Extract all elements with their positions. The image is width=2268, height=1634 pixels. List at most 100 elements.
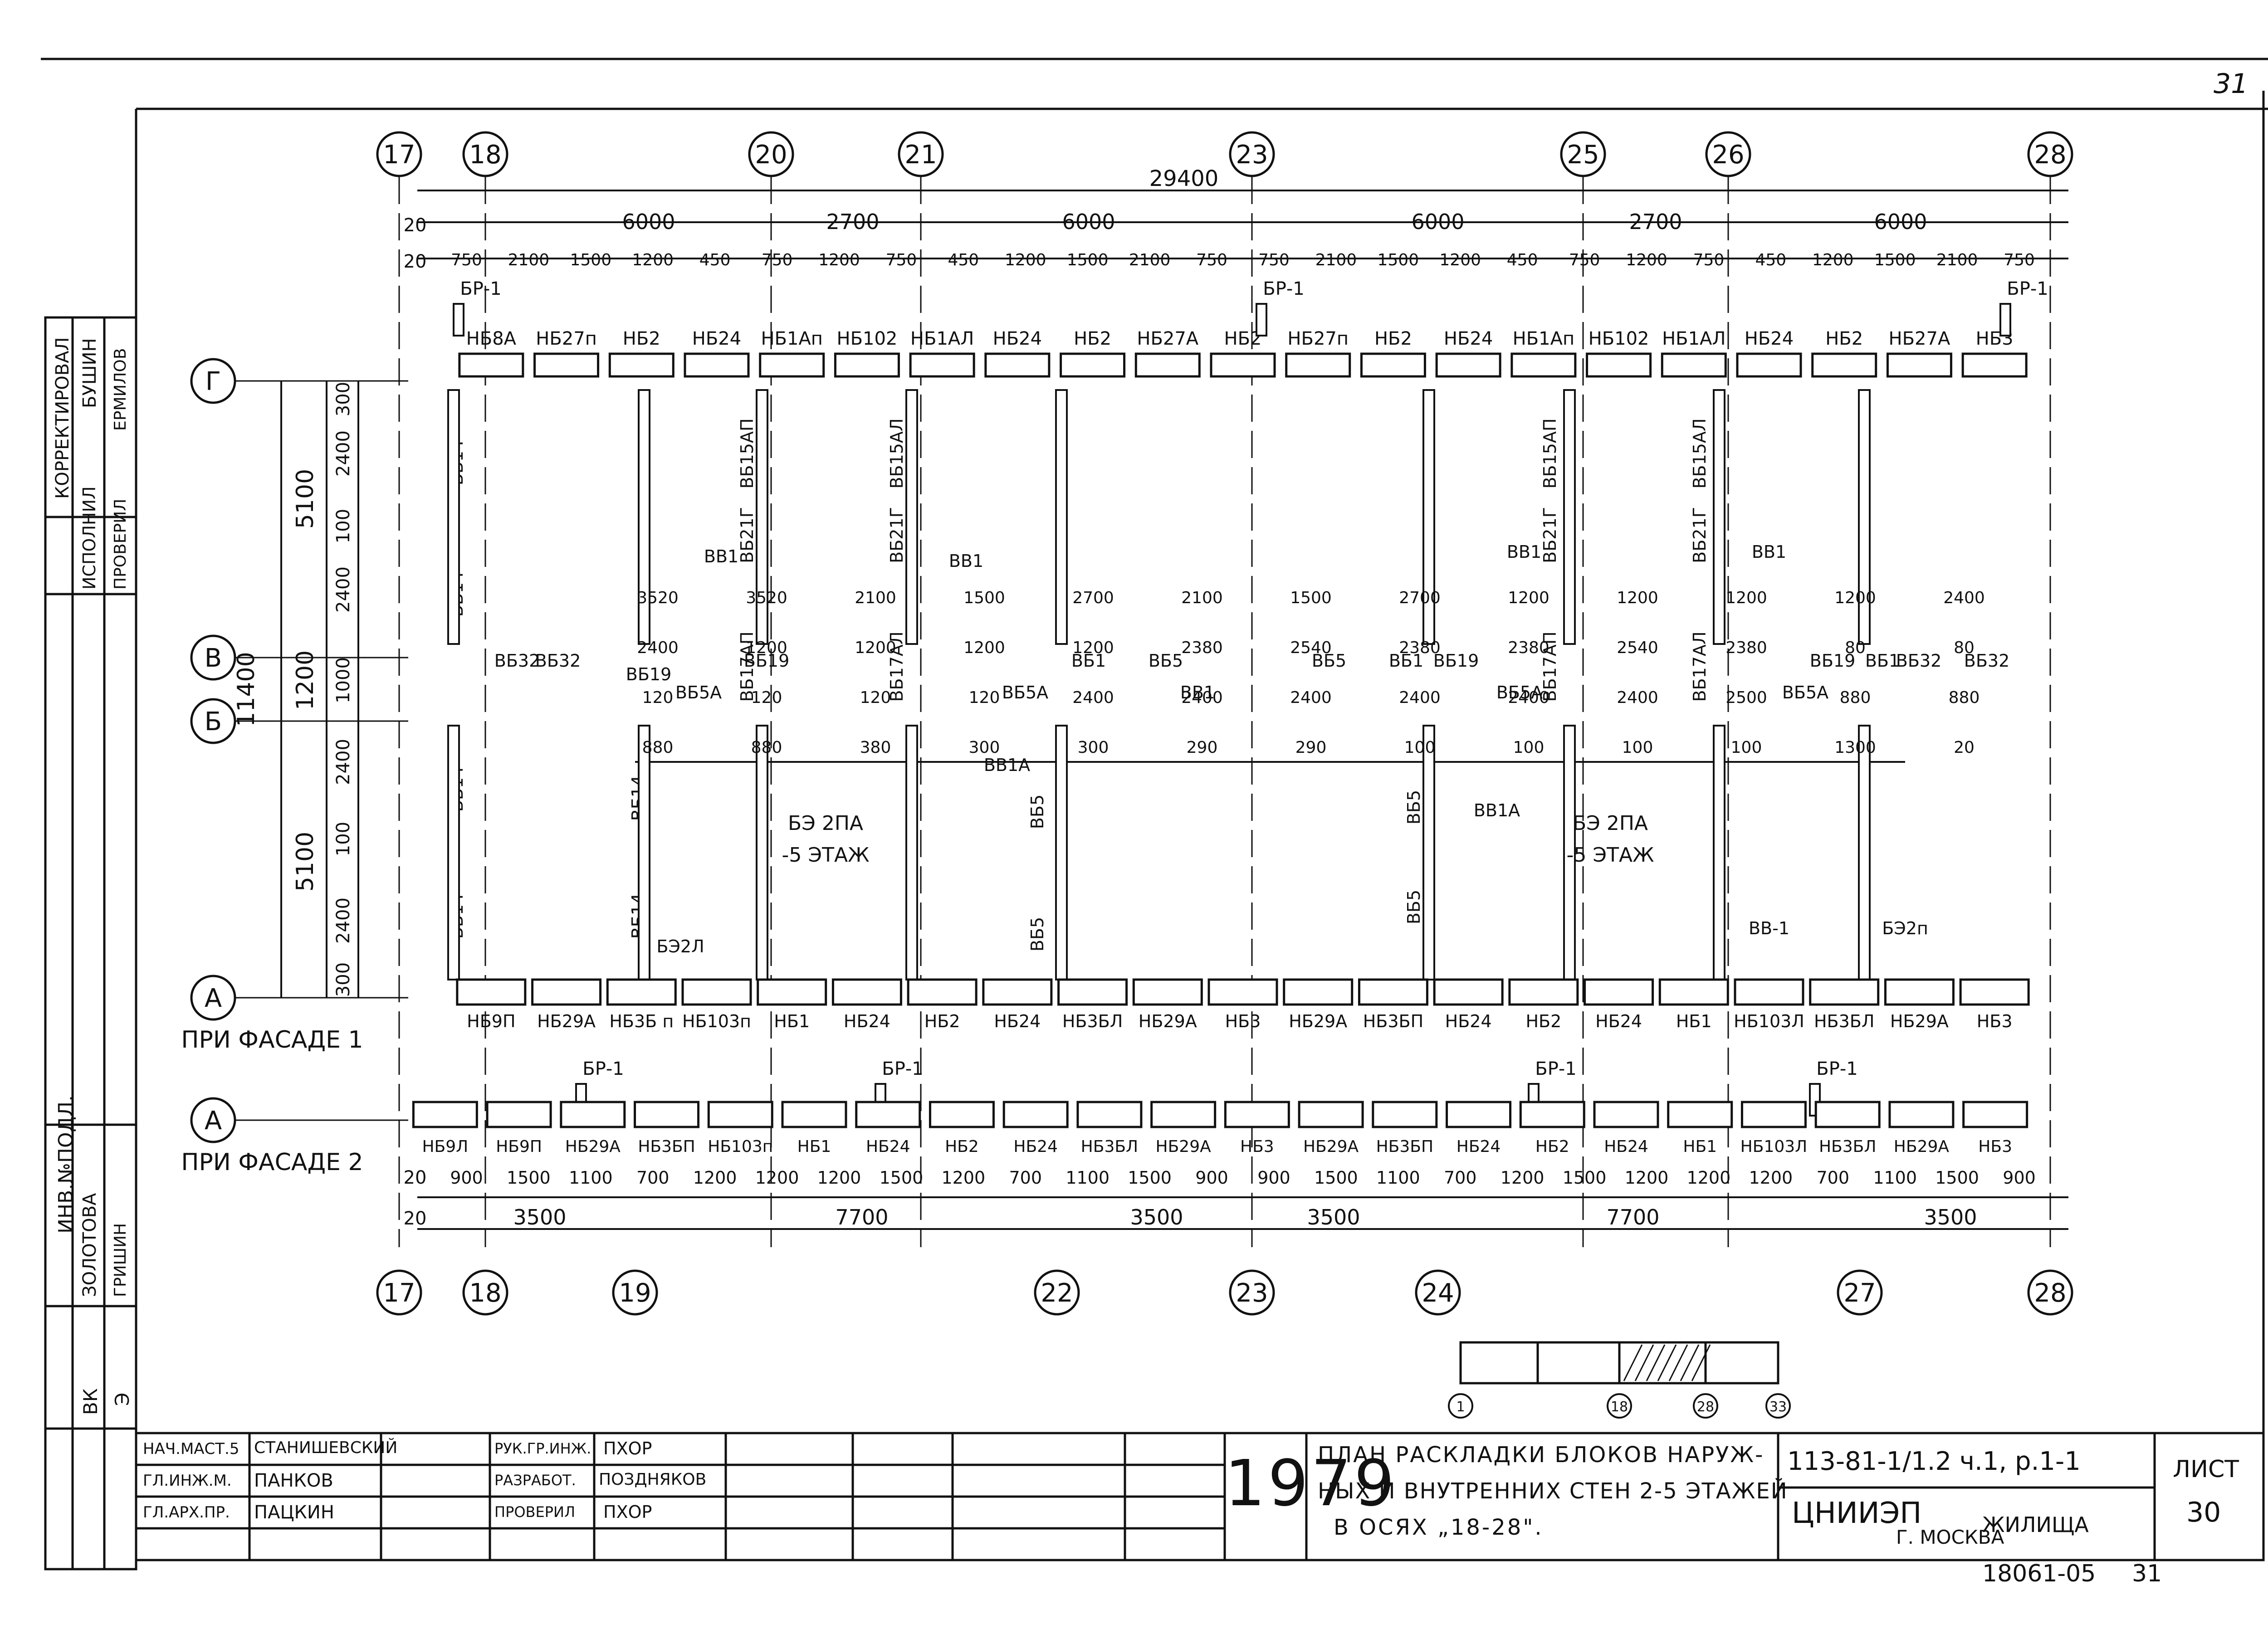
dim-20-bottom-1: 20: [404, 1167, 427, 1188]
br-block-0: [453, 303, 464, 337]
facade2-wall-block-2: [560, 1101, 626, 1128]
inner-column-bottom-5: [1422, 725, 1435, 980]
axis-bubble-bottom-17-0-label: 17: [383, 1278, 415, 1308]
inner-wall-label-31: ВБ1: [1389, 651, 1423, 671]
facade2-block-19: НБ3БЛ: [1819, 1137, 1876, 1156]
dim-top-row1-0: 6000: [622, 210, 675, 234]
inner-wall-label-11: ВБ15АЛ: [887, 418, 907, 488]
dim-20-top-1: 20: [404, 215, 427, 236]
facade2-block-6: НБ24: [866, 1137, 910, 1156]
tb-name2-1: ПХОР: [603, 1439, 652, 1458]
axis-bubble-row-4-label: А: [205, 1106, 222, 1136]
facade1-block-10: НБ3: [1225, 1011, 1261, 1031]
tb-doc-code: 113-81-1/1.2 ч.1, р.1-1: [1787, 1447, 2081, 1476]
inner-wall-label-26: ВБ5: [1404, 790, 1424, 824]
top-wall-block-15: [1586, 352, 1652, 378]
facade2-block-1: НБ9П: [496, 1137, 542, 1156]
facade1-wall-block-8: [1057, 978, 1128, 1006]
axis-bubble-top-20-2: [748, 131, 794, 177]
tb-sheet-label: ЛИСТ: [2173, 1456, 2239, 1483]
facade1-wall-block-20: [1959, 978, 2030, 1006]
inner-dim-29: 120: [969, 688, 1000, 707]
inner-column-bottom-1: [638, 725, 650, 980]
facade2-wall-block-11: [1224, 1101, 1290, 1128]
top-wall-block-16: [1661, 352, 1727, 378]
axis-bubble-bottom-18-1: [462, 1269, 508, 1316]
axis-bubble-top-28-7: [2027, 131, 2073, 177]
dim-20-top-2: 20: [404, 251, 427, 272]
inner-wall-label-8: ВБ15АП: [737, 418, 757, 488]
dim-bottom-row1-14: 1500: [1314, 1168, 1358, 1188]
facade2-block-20: НБ29А: [1894, 1137, 1950, 1156]
tb-role-2: ГЛ.ИНЖ.М.: [143, 1472, 232, 1490]
v300b: 300: [333, 962, 354, 997]
stamp-zolotova: ЗОЛОТОВА: [79, 1193, 100, 1297]
top-block-4: НБ1Ап: [761, 328, 822, 349]
facade1-wall-block-12: [1358, 978, 1428, 1006]
inner-wall-label-25: ВБ5: [1027, 917, 1047, 951]
axis-bubble-top-18-1-label: 18: [469, 140, 501, 170]
facade2-block-7: НБ2: [945, 1137, 979, 1156]
inner-wall-label-27: ВБ5: [1404, 890, 1424, 924]
inner-dim-17: 1200: [1072, 639, 1114, 657]
inner-column-top-0: [447, 389, 460, 645]
facade2-block-21: НБ3: [1978, 1137, 2012, 1156]
inner-dim-1: 3520: [746, 589, 787, 607]
inner-dim-10: 1200: [1725, 589, 1767, 607]
inner-wall-label-12: ВБ21Г: [887, 507, 907, 563]
axis-bubble-bottom-19-2-label: 19: [619, 1278, 651, 1308]
inner-wall-label-41: ВВ1: [704, 546, 738, 566]
top-wall-block-4: [759, 352, 825, 378]
be-note-3: БЭ 2ПА: [1573, 812, 1648, 835]
top-wall-block-20: [1961, 352, 2028, 378]
top-block-1: НБ27п: [536, 328, 597, 349]
facade1-wall-block-11: [1283, 978, 1354, 1006]
overall-dimension: 29400: [1149, 166, 1219, 191]
facade1-block-2: НБ3Б п: [609, 1011, 674, 1031]
facade2-wall-block-16: [1593, 1101, 1659, 1128]
inner-column-top-3: [905, 389, 918, 645]
facade2-wall-block-9: [1076, 1101, 1143, 1128]
dim-bottom-row2-4: 7700: [1606, 1205, 1659, 1229]
inner-dim-51: 20: [1954, 738, 1975, 757]
dim-left-5100b: 5100: [292, 832, 319, 892]
inner-dim-43: 300: [1078, 738, 1109, 757]
axis-bubble-bottom-27-6-label: 27: [1843, 1278, 1876, 1308]
inner-column-top-5: [1422, 389, 1435, 645]
facade1-block-6: НБ2: [924, 1011, 960, 1031]
axis-bubble-bottom-28-7-label: 28: [2034, 1278, 2066, 1308]
inner-dim-11: 1200: [1834, 589, 1876, 607]
facade2-wall-block-7: [929, 1101, 995, 1128]
inner-wall-label-40: ВБ32: [1964, 651, 2010, 671]
facade1-block-18: НБ3БЛ: [1814, 1011, 1874, 1031]
inner-wall-label-46: ВВ1А: [984, 755, 1030, 775]
dim-bottom-row2-1: 7700: [835, 1205, 888, 1229]
top-block-7: НБ24: [993, 328, 1042, 349]
top-wall-block-6: [909, 352, 975, 378]
inner-wall-label-36: ВБ19: [1810, 651, 1856, 671]
dim-bottom-row1-13: 900: [1257, 1168, 1290, 1188]
inner-wall-label-42: ВВ1: [949, 551, 983, 571]
axis-bubble-top-17-0-label: 17: [383, 140, 415, 170]
key-plan-axis-1: [1448, 1393, 1473, 1419]
facade2-wall-block-0: [412, 1101, 478, 1128]
top-block-5: НБ102: [836, 328, 897, 349]
top-block-0: НБ8А: [466, 328, 517, 349]
inner-dim-26: 120: [642, 688, 674, 707]
inner-wall-label-23: ВБ5А: [1782, 683, 1828, 702]
br-block-2: [1999, 303, 2011, 337]
inner-column-top-1: [638, 389, 650, 645]
axis-bubble-bottom-22-3: [1034, 1269, 1080, 1316]
axis-bubble-row-0-label: Г: [205, 367, 221, 396]
top-block-12: НБ2: [1374, 328, 1412, 349]
facade1-block-9: НБ29А: [1139, 1011, 1197, 1031]
top-wall-block-11: [1285, 352, 1351, 378]
axis-bubble-row-3-label: А: [205, 984, 222, 1013]
br-label-3: БР-1: [582, 1058, 624, 1079]
top-wall-block-2: [608, 352, 675, 378]
inner-dim-25: 80: [1954, 639, 1975, 657]
dim-bottom-row1-12: 900: [1195, 1168, 1228, 1188]
facade1-wall-block-6: [907, 978, 978, 1006]
dim-bottom-row1-6: 1200: [817, 1168, 861, 1188]
dim-bottom-row1-8: 1200: [941, 1168, 985, 1188]
